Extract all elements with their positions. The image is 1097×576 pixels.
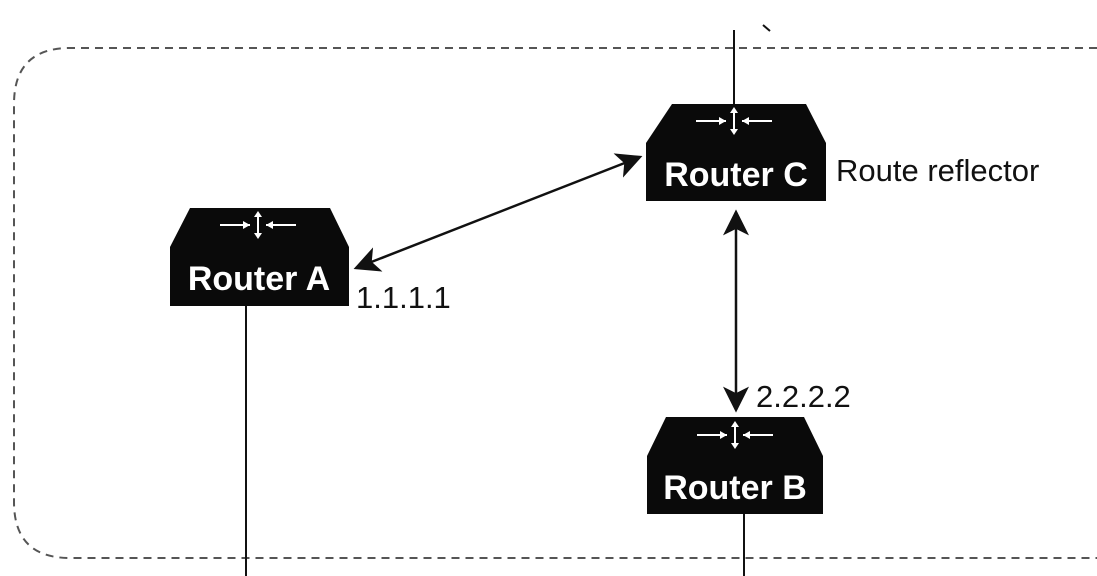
router-c-role-label: Route reflector	[836, 153, 1039, 188]
peering-link-a-c	[353, 153, 643, 272]
router-a-address-label: 1.1.1.1	[356, 280, 451, 315]
router-b-address-label: 2.2.2.2	[756, 379, 851, 414]
router-c-top	[646, 104, 826, 143]
router-a-body	[170, 247, 349, 306]
router-a-label: Router A	[188, 260, 330, 298]
router-a-top	[170, 208, 349, 247]
stray-mark	[762, 24, 771, 32]
router-a: Router A	[170, 208, 349, 306]
domain-boundary	[13, 47, 1097, 559]
router-b-label: Router B	[663, 469, 807, 507]
router-b-body	[647, 456, 823, 514]
router-c-label: Router C	[664, 156, 808, 194]
router-c: Router C	[646, 104, 826, 201]
router-b: Router B	[647, 417, 823, 514]
router-c-body	[646, 143, 826, 201]
